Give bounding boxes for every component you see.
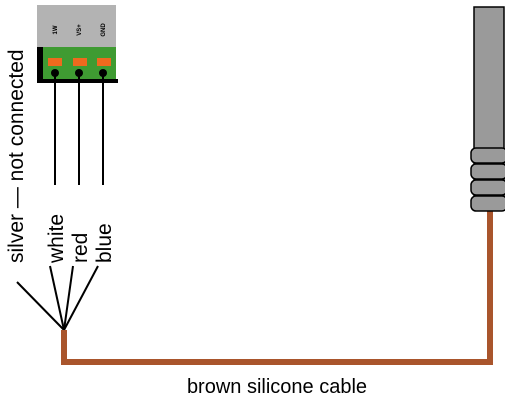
wire-silver-fan — [16, 281, 65, 331]
cable-label: brown silicone cable — [187, 376, 367, 398]
wire-blue-fan — [63, 265, 99, 331]
probe-ring-3 — [470, 179, 505, 196]
wire-label-blue: blue — [93, 223, 116, 263]
pin-slot-gnd — [97, 58, 111, 66]
pin-label-1w: 1W — [53, 25, 59, 34]
pin-label-gnd: GND — [101, 23, 107, 37]
pin-label-vs: VS+ — [77, 24, 83, 36]
pin-slot-vs — [73, 58, 87, 66]
probe-ring-2 — [470, 163, 505, 180]
brown-cable — [61, 208, 493, 365]
terminal-block-connector: 1W VS+ GND — [37, 5, 118, 83]
wire-white-fan — [49, 265, 65, 331]
wire-label-silver: silver — not connected — [5, 49, 28, 263]
temperature-probe — [470, 6, 505, 212]
wire-label-red: red — [69, 233, 92, 263]
connector-header — [37, 5, 116, 47]
pin-slot-1w — [48, 58, 62, 66]
wire-red-fan — [63, 265, 74, 331]
probe-ring-1 — [470, 147, 505, 164]
wire-label-white: white — [45, 214, 68, 264]
wires — [16, 73, 104, 331]
connector-bottom-edge — [37, 79, 118, 83]
connector-left-edge — [37, 47, 43, 81]
probe-ring-4 — [470, 195, 505, 212]
